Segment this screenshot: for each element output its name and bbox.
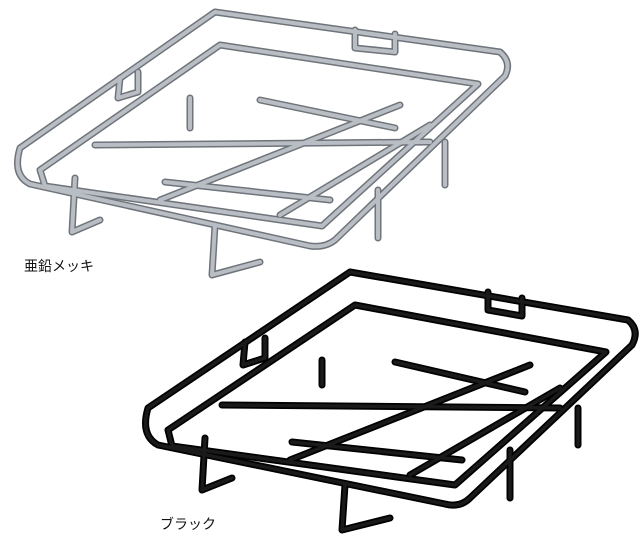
zinc-plated-rack-image xyxy=(14,8,512,279)
zinc-plated-label: 亜鉛メッキ xyxy=(24,259,94,275)
black-rack-image xyxy=(142,268,639,534)
black-label: ブラック xyxy=(160,517,216,533)
